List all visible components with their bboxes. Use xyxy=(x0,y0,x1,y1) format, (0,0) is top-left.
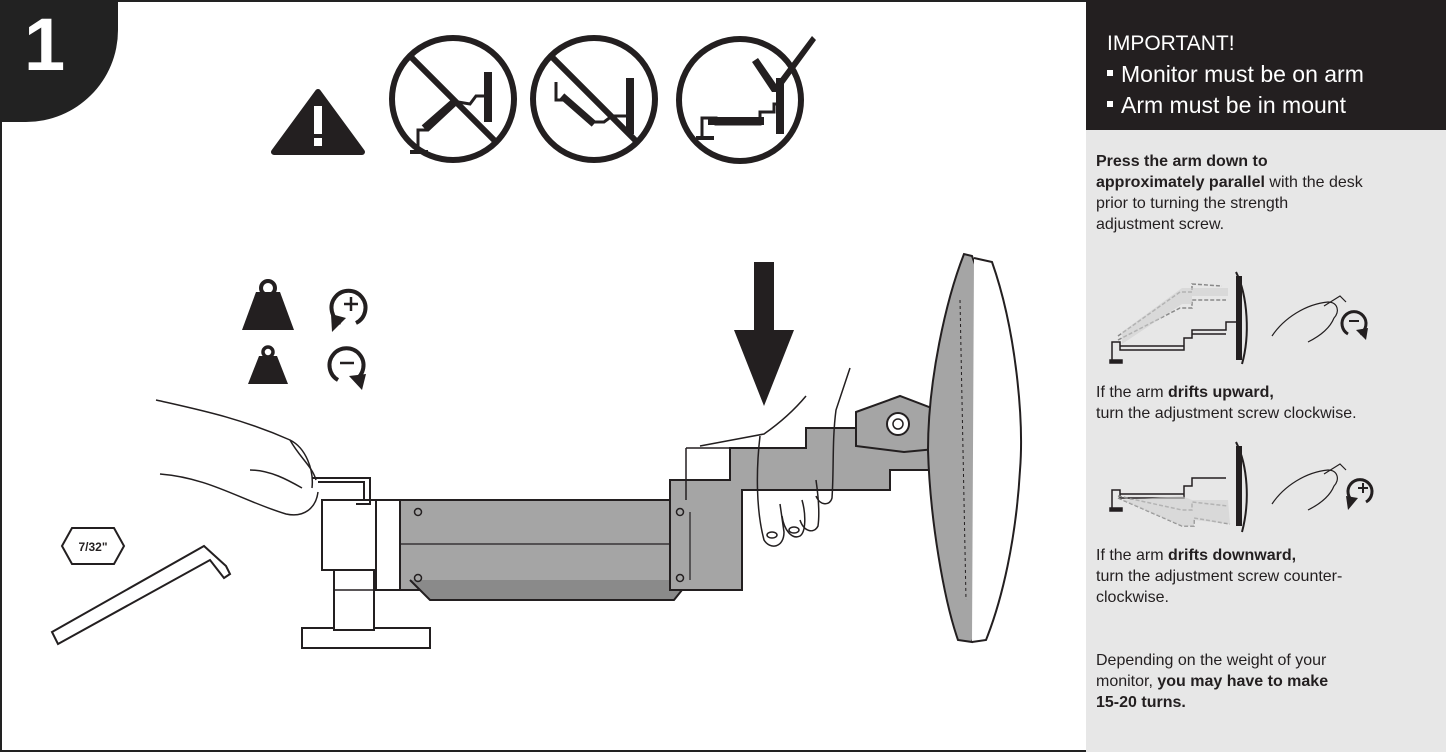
downward-rest: turn the adjustment screw counter-clockw… xyxy=(1096,568,1343,606)
important-heading: IMPORTANT! xyxy=(1107,32,1235,55)
left-hand-with-key xyxy=(155,399,371,516)
intro-paragraph: Press the arm down to approximately para… xyxy=(1096,151,1366,235)
notice-bullet-1-text: Monitor must be on arm xyxy=(1121,61,1364,87)
upward-rest: turn the adjustment screw clockwise. xyxy=(1096,405,1357,422)
instructions-panel: IMPORTANT! Monitor must be on arm Arm mu… xyxy=(1086,0,1446,752)
weight-note: Depending on the weight of your monitor,… xyxy=(1096,650,1346,713)
intro-rest: with the desk prior to turning the stren… xyxy=(1096,174,1363,233)
weight-note-bold: you may have to make 15-20 turns. xyxy=(1096,673,1329,711)
hex-key-tool: 7/32" xyxy=(50,527,232,646)
monitor-arm xyxy=(375,394,948,601)
drifts-upward-diagram xyxy=(1109,271,1368,365)
monitor xyxy=(926,252,1022,644)
rotate-plus-small-icon xyxy=(1346,478,1374,510)
notice-bullet-2-text: Arm must be in mount xyxy=(1121,92,1346,118)
weight-heavy-icon xyxy=(242,279,294,330)
rotate-plus-icon xyxy=(329,288,368,332)
weight-light-icon xyxy=(248,345,288,384)
right-hand-pressing xyxy=(699,367,851,547)
important-notice: IMPORTANT! Monitor must be on arm Arm mu… xyxy=(1086,0,1446,130)
check-arm-level-icon xyxy=(676,36,816,164)
upward-bold: drifts upward, xyxy=(1168,384,1274,401)
down-arrow-icon xyxy=(734,262,794,406)
downward-pre: If the arm xyxy=(1096,547,1169,564)
rotate-minus-small-icon xyxy=(1340,310,1368,340)
mount-base xyxy=(301,499,431,649)
prohibited-arm-raised-icon xyxy=(389,35,517,163)
drifts-downward-text: If the arm drifts downward, turn the adju… xyxy=(1096,545,1351,608)
intro-bold: Press the arm down to approximately para… xyxy=(1096,153,1268,191)
weight-note-pre: Depending on the weight of your monitor, xyxy=(1096,652,1327,690)
notice-bullet-1: Monitor must be on arm xyxy=(1107,61,1364,88)
step-number: 1 xyxy=(24,3,66,86)
downward-bold: drifts downward, xyxy=(1168,547,1297,564)
notice-bullet-2: Arm must be in mount xyxy=(1107,92,1346,119)
hex-size-label: 7/32" xyxy=(78,540,107,554)
drifts-downward-diagram xyxy=(1109,441,1374,533)
drifts-upward-text: If the arm drifts upward, turn the adjust… xyxy=(1096,382,1446,424)
main-illustration: 7/32" xyxy=(50,35,1022,649)
warning-triangle-icon xyxy=(271,89,365,155)
upward-pre: If the arm xyxy=(1096,384,1169,401)
rotate-minus-icon xyxy=(327,346,366,390)
prohibited-arm-lowered-icon xyxy=(530,35,658,163)
